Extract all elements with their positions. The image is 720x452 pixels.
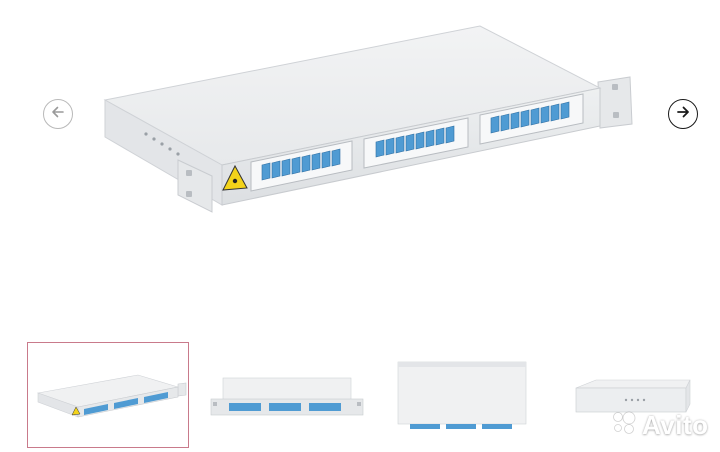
patch-panel-front-angle-thumb <box>36 374 187 418</box>
thumbnail-1[interactable] <box>27 342 189 448</box>
thumbnail-strip <box>0 340 720 452</box>
avito-watermark: Avito <box>612 410 709 440</box>
previous-image-button[interactable] <box>43 99 73 129</box>
patch-panel-front-straight-thumb <box>210 377 364 416</box>
next-image-button[interactable] <box>668 99 698 129</box>
patch-panel-rear-view-thumb <box>575 379 691 413</box>
arrow-right-icon <box>675 104 691 125</box>
watermark-text: Avito <box>642 409 709 440</box>
thumbnail-2[interactable] <box>207 342 369 448</box>
avito-logo-icon <box>612 411 638 440</box>
main-product-image <box>103 25 633 213</box>
arrow-left-icon <box>50 104 66 125</box>
main-image-area <box>43 25 698 213</box>
thumbnail-4[interactable] <box>566 342 720 448</box>
thumbnail-3[interactable] <box>386 342 548 448</box>
patch-panel-top-view-thumb <box>397 361 527 429</box>
